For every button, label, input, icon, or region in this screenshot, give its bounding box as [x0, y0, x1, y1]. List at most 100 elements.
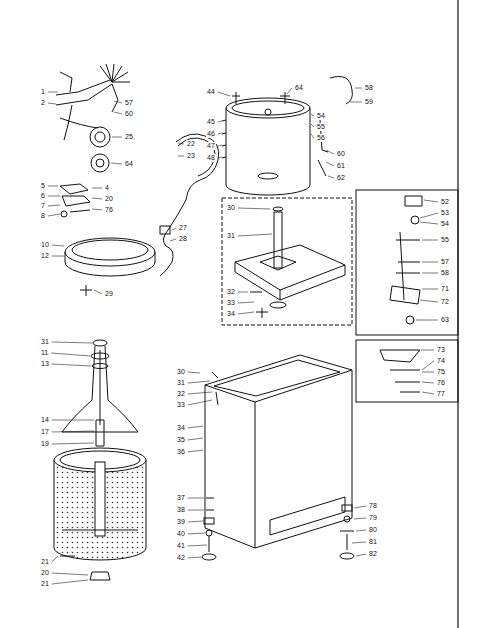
callout-number: 60	[336, 150, 346, 158]
leader-line	[188, 510, 204, 511]
leader-line	[238, 312, 254, 314]
callout-number: 29	[104, 290, 114, 298]
callout-number: 75	[436, 368, 446, 376]
leader-line	[218, 133, 222, 134]
leader-line	[188, 438, 203, 440]
leader-line	[188, 426, 203, 428]
callout-number: 55	[440, 236, 450, 244]
leader-line	[188, 533, 205, 534]
callout-number: 20	[40, 569, 50, 577]
callout-number: 44	[206, 88, 216, 96]
callout-number: 63	[440, 316, 450, 324]
leader-line	[326, 162, 334, 166]
switch-parts	[380, 196, 422, 392]
callout-number: 80	[368, 526, 378, 534]
callout-number: 32	[176, 390, 186, 398]
leader-line	[48, 92, 58, 93]
callout-number: 77	[436, 390, 446, 398]
callout-number: 61	[336, 162, 346, 170]
callout-number: 54	[316, 112, 326, 120]
leader-line	[416, 320, 438, 321]
callout-number: 53	[440, 209, 450, 217]
leader-line	[188, 400, 212, 405]
leader-line	[356, 530, 366, 531]
leader-line	[311, 124, 314, 127]
leader-line	[92, 188, 102, 189]
leader-line	[52, 245, 64, 246]
leader-line	[114, 101, 122, 103]
callout-number: 30	[176, 368, 186, 376]
leader-line	[48, 214, 60, 216]
callout-number: 76	[436, 379, 446, 387]
cabinet	[205, 355, 352, 548]
leader-line	[52, 364, 91, 366]
callout-number: 52	[440, 198, 450, 206]
callout-number: 42	[176, 554, 186, 562]
callout-number: 71	[440, 285, 450, 293]
leader-line	[170, 239, 176, 241]
leader-line	[92, 198, 102, 199]
leader-line	[92, 209, 102, 210]
callout-number: 58	[440, 269, 450, 277]
callout-number: 5	[40, 182, 46, 190]
callout-number: 22	[186, 140, 196, 148]
leader-line	[48, 186, 58, 187]
leader-line	[52, 420, 94, 421]
leader-line	[52, 443, 94, 444]
leader-line	[422, 240, 438, 241]
switch-dial	[91, 154, 109, 172]
callout-number: 19	[40, 440, 50, 448]
leader-line	[350, 102, 362, 103]
callout-number: 47	[206, 142, 216, 150]
callout-number: 81	[368, 538, 378, 546]
leader-line	[112, 137, 122, 138]
timer-dial	[90, 127, 110, 147]
callout-number: 45	[206, 118, 216, 126]
wiring-harness	[56, 64, 130, 140]
callout-number: 57	[124, 99, 134, 107]
leader-line	[188, 498, 204, 499]
leader-line	[328, 176, 334, 178]
leader-line	[218, 121, 222, 122]
leader-line	[311, 134, 314, 138]
callout-number: 55	[316, 123, 326, 131]
callout-number: 41	[176, 542, 186, 550]
leader-line	[422, 372, 434, 373]
bracket	[60, 184, 88, 194]
callout-number: 30	[226, 204, 236, 212]
callout-number: 10	[40, 241, 50, 249]
callout-number: 73	[436, 346, 446, 354]
leader-line	[218, 145, 222, 146]
callout-number: 31	[40, 338, 50, 346]
callout-number: 12	[40, 252, 50, 260]
callout-number: 31	[226, 232, 236, 240]
callout-number: 38	[176, 506, 186, 514]
callout-number: 33	[226, 299, 236, 307]
leader-line	[172, 228, 176, 230]
callout-number: 28	[178, 235, 188, 243]
leader-line	[422, 289, 438, 290]
assembly-frame	[222, 198, 352, 325]
leader-line	[420, 213, 438, 218]
callout-number: 2	[40, 99, 46, 107]
callout-number: 17	[40, 428, 50, 436]
leader-line	[188, 557, 201, 558]
leader-line	[287, 88, 292, 94]
wash-basket	[54, 448, 146, 560]
callout-number: 79	[368, 514, 378, 522]
callout-number: 7	[40, 202, 46, 210]
callout-number: 21	[40, 580, 50, 588]
callout-number: 60	[124, 110, 134, 118]
callout-number: 4	[104, 184, 110, 192]
leader-line	[48, 196, 60, 197]
callout-number: 13	[40, 360, 50, 368]
callout-number: 33	[176, 401, 186, 409]
callout-number: 20	[104, 195, 114, 203]
callout-number: 57	[440, 258, 450, 266]
callout-number: 37	[176, 494, 186, 502]
leader-line	[178, 156, 184, 157]
leader-line	[422, 273, 438, 274]
callout-number: 31	[176, 379, 186, 387]
leader-line	[355, 88, 362, 89]
leader-line	[48, 103, 56, 104]
